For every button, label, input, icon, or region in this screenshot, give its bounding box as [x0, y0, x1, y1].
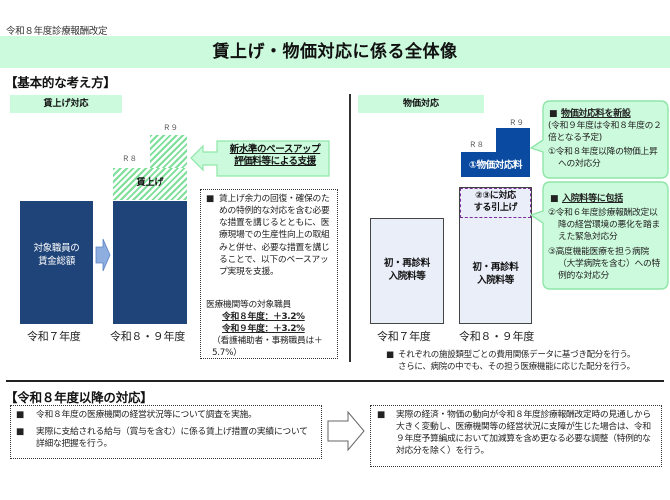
callout1-item1: ①令和８年度以降の物価上昇への対応分 — [548, 147, 658, 170]
price-year-after: 令和８・９年度 — [459, 330, 534, 343]
price-bar-before — [370, 218, 444, 324]
future-left-item-2: 実際に支給される給与（賞与を含む）に係る賃上げ措置の実績について詳細な把握を行う… — [36, 427, 308, 450]
future-left-bullet-1: ■ — [16, 410, 25, 420]
wage-note-text: 賃上げ余力の回復・確保のための特例的な対応を含む必要な措置を講じるとともに、医療… — [219, 194, 330, 277]
basic-heading: 【基本的な考え方】 — [5, 75, 116, 90]
base-up-arrow-callout — [190, 140, 330, 177]
wage-r8-label: Ｒ８ — [122, 154, 137, 163]
wage-year-after: 令和８・９年度 — [110, 330, 185, 343]
wage-hatch-label: 賃上げ — [136, 178, 164, 188]
price-r9-label: Ｒ９ — [509, 118, 524, 127]
future-right-item: 実際の経済・物価の動向が令和８年度診療報酬改定時の見通しから大きく変動し、医療機… — [396, 410, 651, 457]
price-pill: 物価対応 — [358, 95, 484, 113]
future-left-bullet-2: ■ — [16, 427, 25, 437]
revision-subtitle: 令和８年度診療報酬改定 — [6, 26, 108, 37]
callout2-item2: ②令和６年度診療報酬改定以降の経営環境の悪化を踏まえた緊急対応分 — [548, 208, 660, 243]
callout1-title: 物価対応料を新設 — [561, 109, 631, 119]
price-bar-before-label: 初・再診料 入院料等 — [383, 258, 430, 282]
price-dashed-increment — [460, 188, 531, 218]
target-r9: 令和９年度：＋3.2% — [222, 324, 305, 334]
price-blue-label: ①物価対応料 — [468, 160, 523, 171]
future-left-box — [10, 405, 322, 459]
target-r8: 令和８年度：＋3.2% — [222, 312, 305, 322]
title-band — [0, 36, 670, 68]
price-footnote-line2: さらに、病院の中でも、その担う医療機能に応じた配分を行う。 — [398, 362, 635, 372]
base-up-line2: 評価料等による支援 — [234, 156, 316, 168]
target-heading: 医療機関等の対象職員 — [206, 300, 291, 310]
wage-r9-label: Ｒ９ — [163, 123, 178, 132]
right-arrow-icon — [95, 238, 111, 272]
base-up-line1: 新水準のベースアップ — [229, 144, 321, 155]
future-right-bullet: ■ — [377, 410, 386, 420]
callout2-shape — [530, 181, 669, 290]
wage-bar-before — [20, 201, 93, 324]
wage-bar-before-label: 対象職員の 賃金総額 — [33, 243, 80, 267]
callout1-shape — [530, 100, 669, 179]
callout2-item3: ③高度機能医療を担う病院（大学病院を含む）への特例的な対応分 — [548, 247, 660, 282]
price-r8-label: Ｒ８ — [469, 140, 484, 149]
callout2-bullet: ■ — [550, 194, 559, 204]
wage-year-before: 令和７年度 — [27, 330, 81, 343]
future-heading: 【令和８年度以降の対応】 — [5, 390, 153, 405]
outline-arrow-icon — [327, 411, 365, 451]
callout1-sub: (令和９年度は令和８年度の２倍となる予定) — [548, 121, 662, 144]
wage-bar-after — [113, 201, 187, 324]
section-rule — [6, 380, 664, 382]
wage-pill: 賃上げ対応 — [10, 95, 122, 113]
price-year-before: 令和７年度 — [377, 330, 431, 343]
price-footnote-line1: それぞれの施設類型ごとの費用関係データに基づき配分を行う。 — [398, 350, 636, 360]
section-divider — [349, 94, 351, 362]
price-bar-after — [459, 187, 532, 324]
callout1-bullet: ■ — [549, 109, 558, 119]
page-title: 賃上げ・物価対応に係る全体像 — [212, 42, 458, 62]
price-dashed-label: ②③に対応 する引上げ — [473, 191, 518, 214]
price-bar-after-label: 初・再診料 入院料等 — [472, 262, 519, 286]
future-left-item-1: 令和８年度の医療機関の経営状況等について調査を実施。 — [36, 410, 257, 420]
wage-hatch-r8 — [113, 168, 187, 200]
base-up-callout-text: 新水準のベースアップ 評価料等による支援 — [220, 144, 330, 169]
wage-note-bullet: ■ — [206, 194, 215, 204]
future-right-box — [370, 405, 662, 467]
wage-note-box — [200, 189, 338, 359]
callout2-title: 入院料等に包括 — [562, 194, 623, 204]
price-footnote-bullet: ■ — [386, 350, 394, 360]
target-note: （看護補助者・事務職員は＋5.7%） — [212, 336, 323, 359]
price-blue-r8 — [461, 152, 530, 177]
